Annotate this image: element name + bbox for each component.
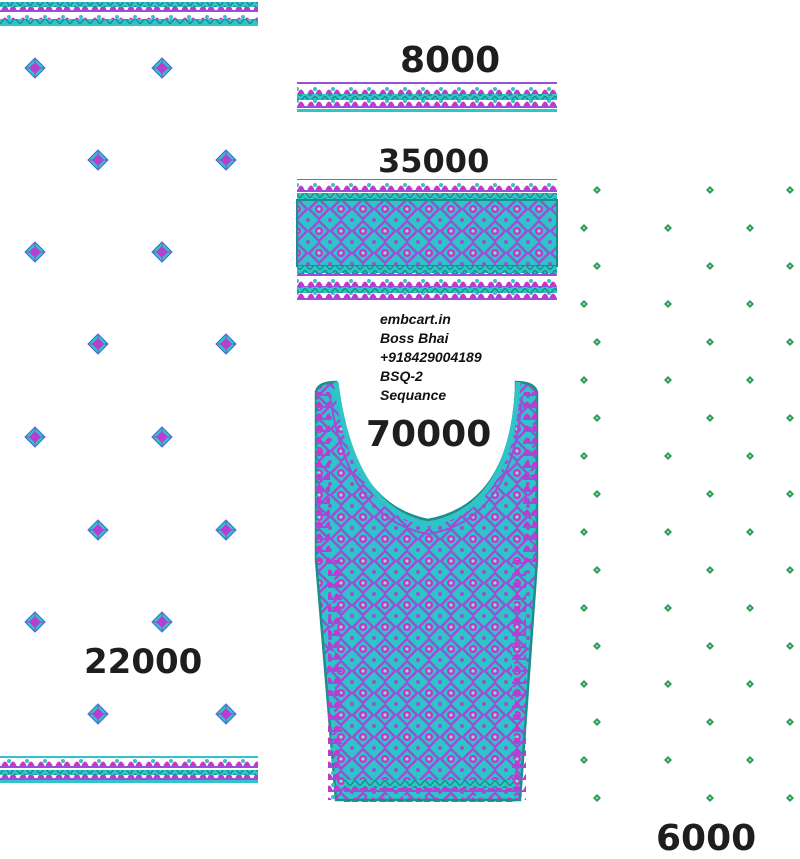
dot-motif-icon (580, 452, 588, 460)
dot-motif-icon (746, 680, 754, 688)
dot-motif-icon (786, 414, 794, 422)
dot-motif-icon (706, 186, 714, 194)
dot-motif-icon (593, 566, 601, 574)
dot-motif-icon (706, 566, 714, 574)
dot-motif-icon (664, 224, 672, 232)
dot-motif-icon (593, 794, 601, 802)
right-dotted-panel (580, 186, 794, 802)
stitch-count-right-body: 6000 (656, 818, 757, 859)
stitch-count-neck: 70000 (366, 414, 492, 455)
stitch-count-sleeve: 35000 (378, 142, 490, 180)
dot-motif-icon (746, 756, 754, 764)
dot-motif-icon (593, 186, 601, 194)
info-type: Sequance (380, 387, 447, 403)
left-bottom-border (0, 756, 258, 783)
dot-motif-icon (664, 452, 672, 460)
info-design-code: BSQ-2 (380, 368, 423, 384)
dot-motif-icon (664, 680, 672, 688)
dot-motif-icon (593, 642, 601, 650)
dot-motif-icon (786, 186, 794, 194)
dot-motif-icon (746, 452, 754, 460)
dot-motif-icon (593, 414, 601, 422)
dot-motif-icon (593, 490, 601, 498)
dot-motif-icon (580, 604, 588, 612)
dot-motif-icon (593, 338, 601, 346)
dot-motif-icon (580, 528, 588, 536)
dot-motif-icon (786, 262, 794, 270)
dot-motif-icon (593, 262, 601, 270)
dot-motif-icon (706, 262, 714, 270)
dot-motif-icon (746, 528, 754, 536)
dot-motif-icon (580, 376, 588, 384)
dot-motif-icon (706, 642, 714, 650)
dot-motif-icon (664, 756, 672, 764)
left-diamond-motifs (24, 57, 237, 725)
dot-motif-icon (706, 414, 714, 422)
top-border-strip (297, 82, 557, 112)
stitch-count-top-border: 8000 (400, 40, 501, 81)
neck-panel (314, 380, 539, 802)
stitch-count-left-body: 22000 (84, 642, 203, 682)
dot-motif-icon (786, 566, 794, 574)
info-phone: +918429004189 (380, 349, 482, 365)
dot-motif-icon (593, 718, 601, 726)
neck-right-edge (512, 392, 537, 800)
dot-motif-icon (746, 224, 754, 232)
dot-motif-icon (706, 338, 714, 346)
dot-motif-icon (664, 604, 672, 612)
left-top-border (0, 2, 258, 26)
dot-motif-icon (746, 604, 754, 612)
dot-motif-icon (580, 224, 588, 232)
dot-motif-icon (580, 680, 588, 688)
dot-motif-icon (706, 490, 714, 498)
neck-left-edge (316, 392, 342, 800)
dot-motif-icon (786, 718, 794, 726)
left-body-panel (0, 2, 258, 783)
dot-motif-icon (580, 300, 588, 308)
dot-motif-icon (746, 300, 754, 308)
dot-motif-icon (706, 794, 714, 802)
dot-motif-icon (786, 642, 794, 650)
dot-motif-icon (706, 718, 714, 726)
info-name: Boss Bhai (380, 330, 449, 346)
dot-motif-icon (664, 376, 672, 384)
dot-motif-icon (786, 794, 794, 802)
dot-motif-icon (786, 338, 794, 346)
dot-motif-icon (786, 490, 794, 498)
design-info-block: embcart.in Boss Bhai +918429004189 BSQ-2… (380, 310, 482, 405)
info-website: embcart.in (380, 311, 451, 327)
sleeve-panel (296, 179, 558, 301)
dot-motif-icon (580, 756, 588, 764)
dot-motif-icon (746, 376, 754, 384)
dot-motif-icon (664, 300, 672, 308)
dot-motif-icon (664, 528, 672, 536)
